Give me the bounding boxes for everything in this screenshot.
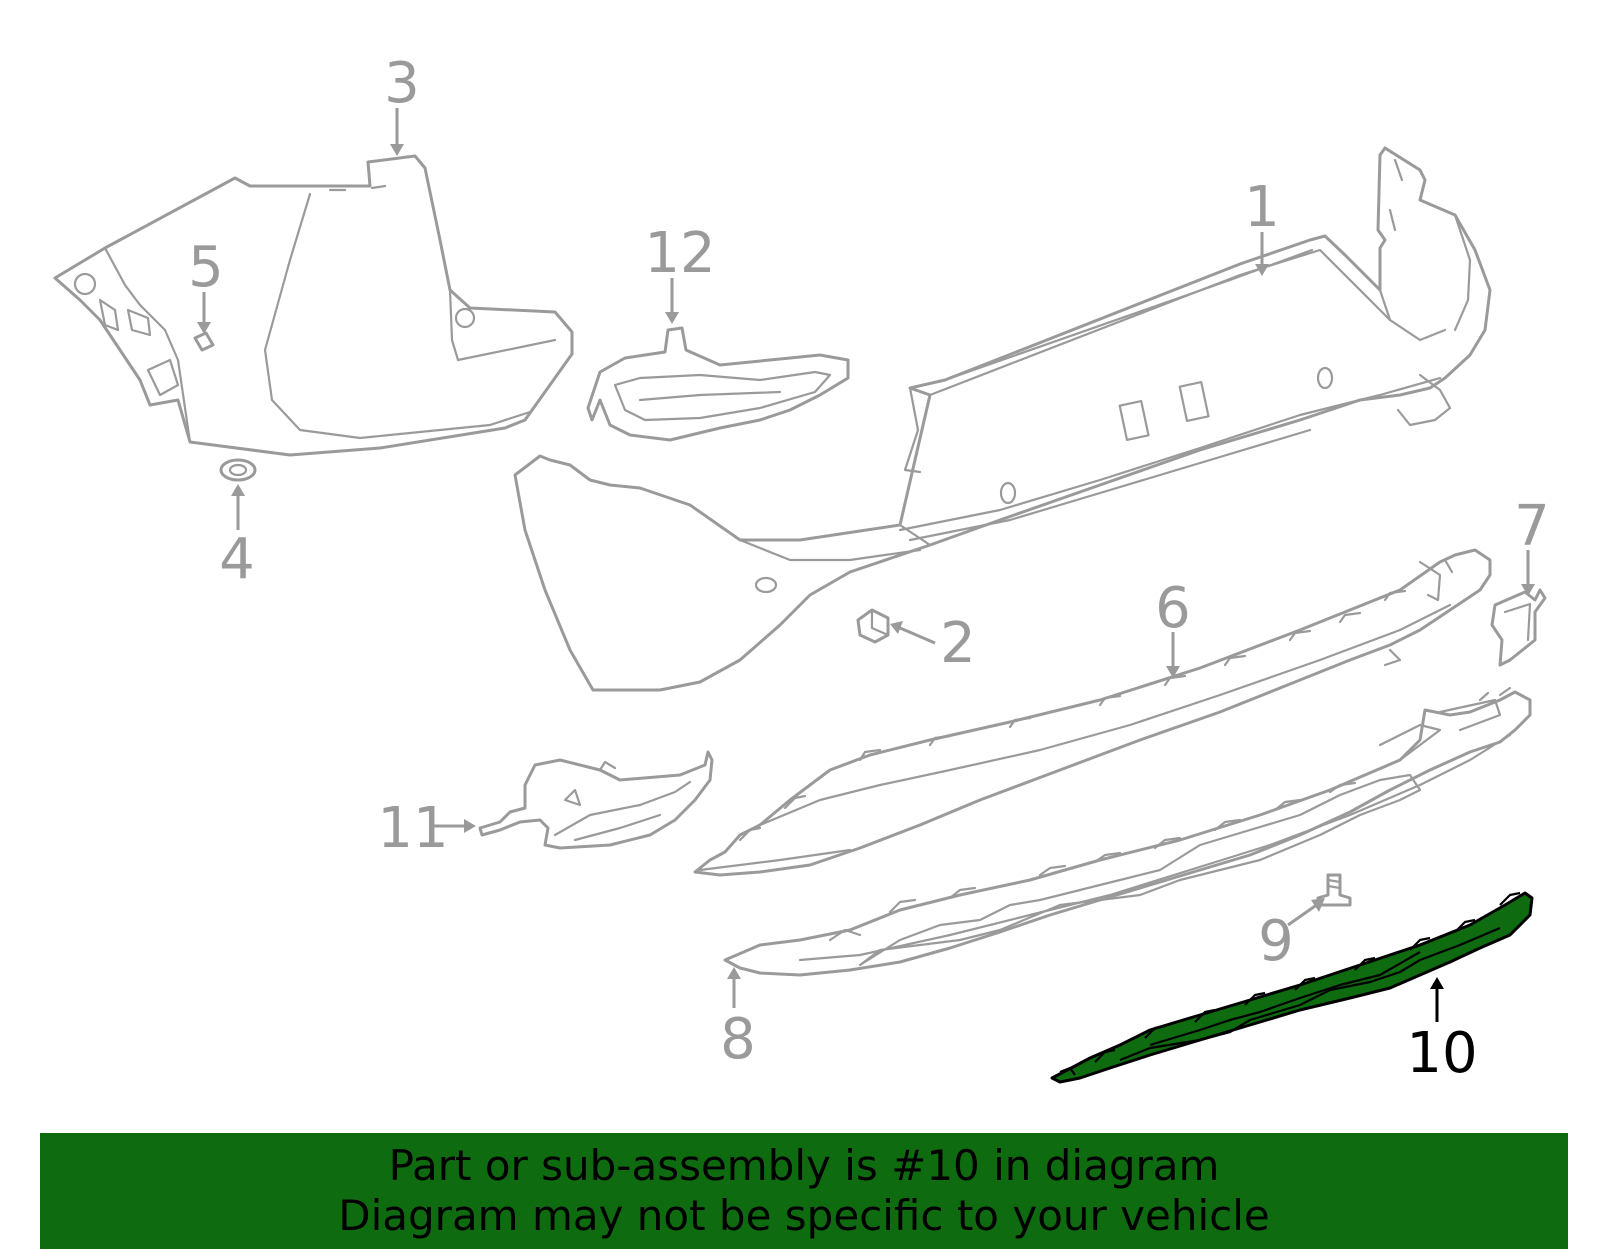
part-1-bumper-cover[interactable] bbox=[513, 146, 1492, 692]
part-5-clip[interactable] bbox=[193, 331, 215, 352]
part-12-reflector[interactable] bbox=[586, 326, 850, 442]
part-2-bracket[interactable] bbox=[856, 608, 890, 644]
callout-10[interactable]: 10 bbox=[1406, 1021, 1477, 1086]
callout-numbers: 1 2 3 4 5 6 7 8 9 10 11 12 bbox=[188, 51, 1550, 1086]
callout-8[interactable]: 8 bbox=[720, 1007, 756, 1072]
callout-2[interactable]: 2 bbox=[940, 611, 976, 676]
callout-4[interactable]: 4 bbox=[219, 527, 255, 592]
banner-line-1: Part or sub-assembly is #10 in diagram bbox=[388, 1141, 1220, 1190]
callout-9[interactable]: 9 bbox=[1258, 909, 1294, 974]
part-11-exhaust-bezel[interactable] bbox=[478, 750, 714, 850]
leader-9 bbox=[1287, 902, 1319, 927]
part-4-push-nut[interactable] bbox=[219, 458, 257, 482]
callout-3[interactable]: 3 bbox=[384, 51, 420, 116]
callout-1[interactable]: 1 bbox=[1244, 175, 1280, 240]
info-banner: Part or sub-assembly is #10 in diagram D… bbox=[40, 1133, 1568, 1249]
leader-2 bbox=[899, 626, 936, 645]
leader-lines bbox=[197, 108, 1535, 1022]
callout-6[interactable]: 6 bbox=[1155, 576, 1191, 641]
part-9-screw[interactable] bbox=[1316, 873, 1352, 907]
part-10-lower-trim-highlighted[interactable] bbox=[1050, 891, 1534, 1084]
callout-5[interactable]: 5 bbox=[188, 235, 224, 300]
callout-12[interactable]: 12 bbox=[644, 221, 715, 286]
part-8-diffuser[interactable] bbox=[723, 686, 1532, 977]
callout-11[interactable]: 11 bbox=[377, 796, 448, 861]
part-6-valance[interactable] bbox=[693, 548, 1492, 877]
part-7-bracket[interactable] bbox=[1490, 588, 1547, 667]
part-3-side-bracket[interactable] bbox=[53, 154, 574, 457]
banner-line-2: Diagram may not be specific to your vehi… bbox=[338, 1191, 1270, 1240]
callout-7[interactable]: 7 bbox=[1514, 494, 1550, 559]
